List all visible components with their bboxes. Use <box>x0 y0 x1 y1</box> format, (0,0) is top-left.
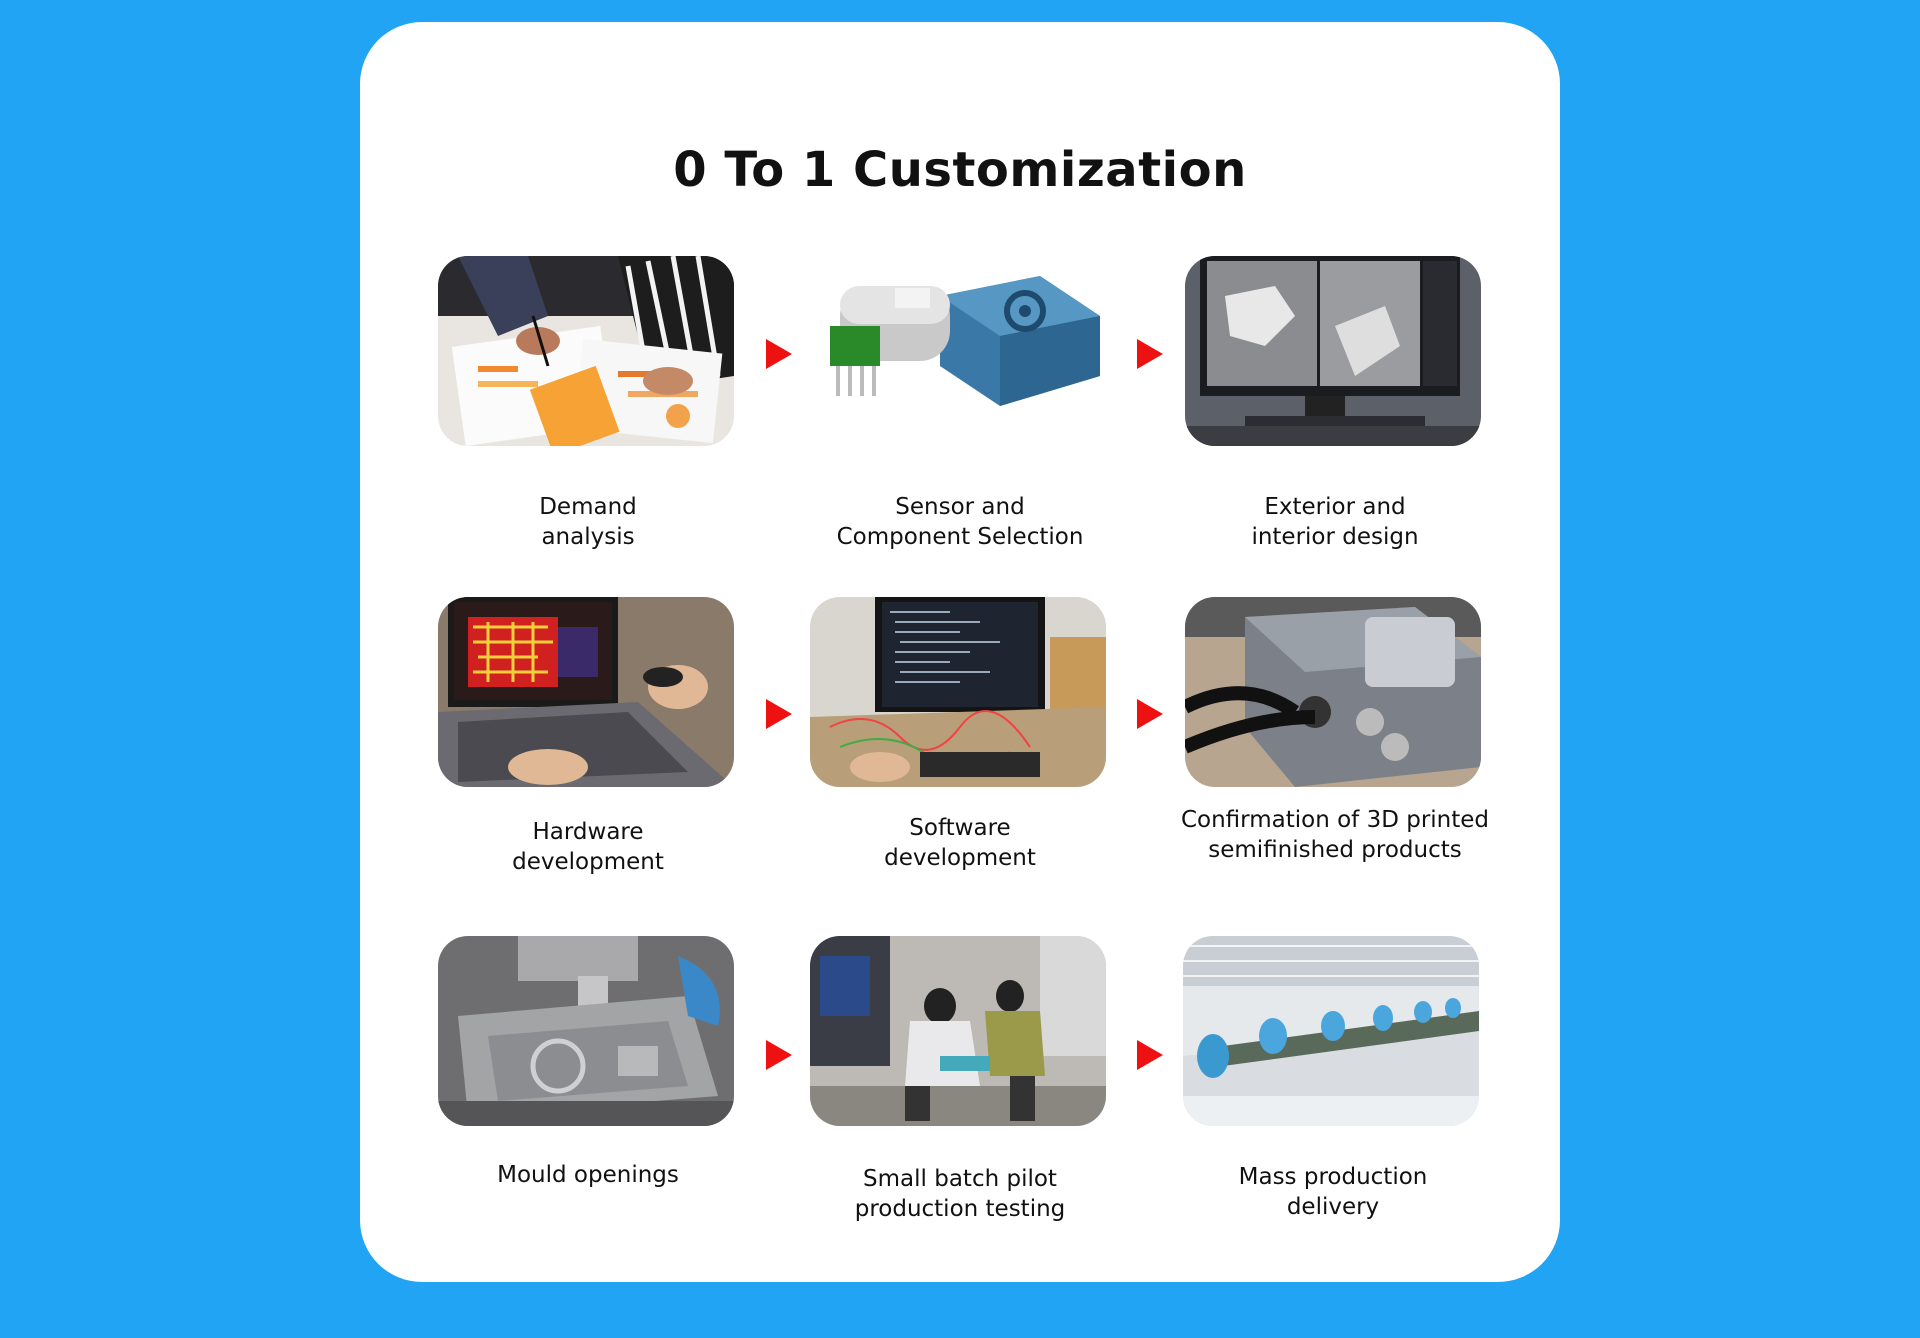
3d-design-photo <box>1185 256 1481 446</box>
step-caption: Confirmation of 3D printed semifinished … <box>1180 807 1490 863</box>
coding-workstation-photo <box>810 597 1106 787</box>
arrow-right-icon <box>766 699 792 729</box>
step-caption: Software development <box>884 815 1036 871</box>
factory-line-photo <box>1183 936 1479 1126</box>
page-title: 0 To 1 Customization <box>673 142 1247 198</box>
demand-analysis-photo <box>438 256 734 446</box>
arrow-right-icon <box>1137 339 1163 369</box>
pcb-laptop-photo <box>438 597 734 787</box>
step-caption: Mould openings <box>497 1162 679 1188</box>
3d-printed-enclosure-photo <box>1185 597 1481 787</box>
step-caption: Small batch pilot production testing <box>854 1166 1066 1222</box>
arrow-right-icon <box>1137 1040 1163 1070</box>
cnc-mould-photo <box>438 936 734 1126</box>
pilot-testing-photo <box>810 936 1106 1126</box>
arrow-right-icon <box>766 339 792 369</box>
sensor-module-photo <box>810 256 1106 446</box>
step-caption: Demand analysis <box>539 494 637 550</box>
content-card: 0 To 1 Customization <box>360 22 1560 1282</box>
step-caption: Sensor and Component Selection <box>836 494 1084 550</box>
step-caption: Hardware development <box>512 819 664 875</box>
step-caption: Exterior and interior design <box>1251 494 1419 550</box>
arrow-right-icon <box>766 1040 792 1070</box>
step-caption: Mass production delivery <box>1238 1164 1428 1220</box>
arrow-right-icon <box>1137 699 1163 729</box>
